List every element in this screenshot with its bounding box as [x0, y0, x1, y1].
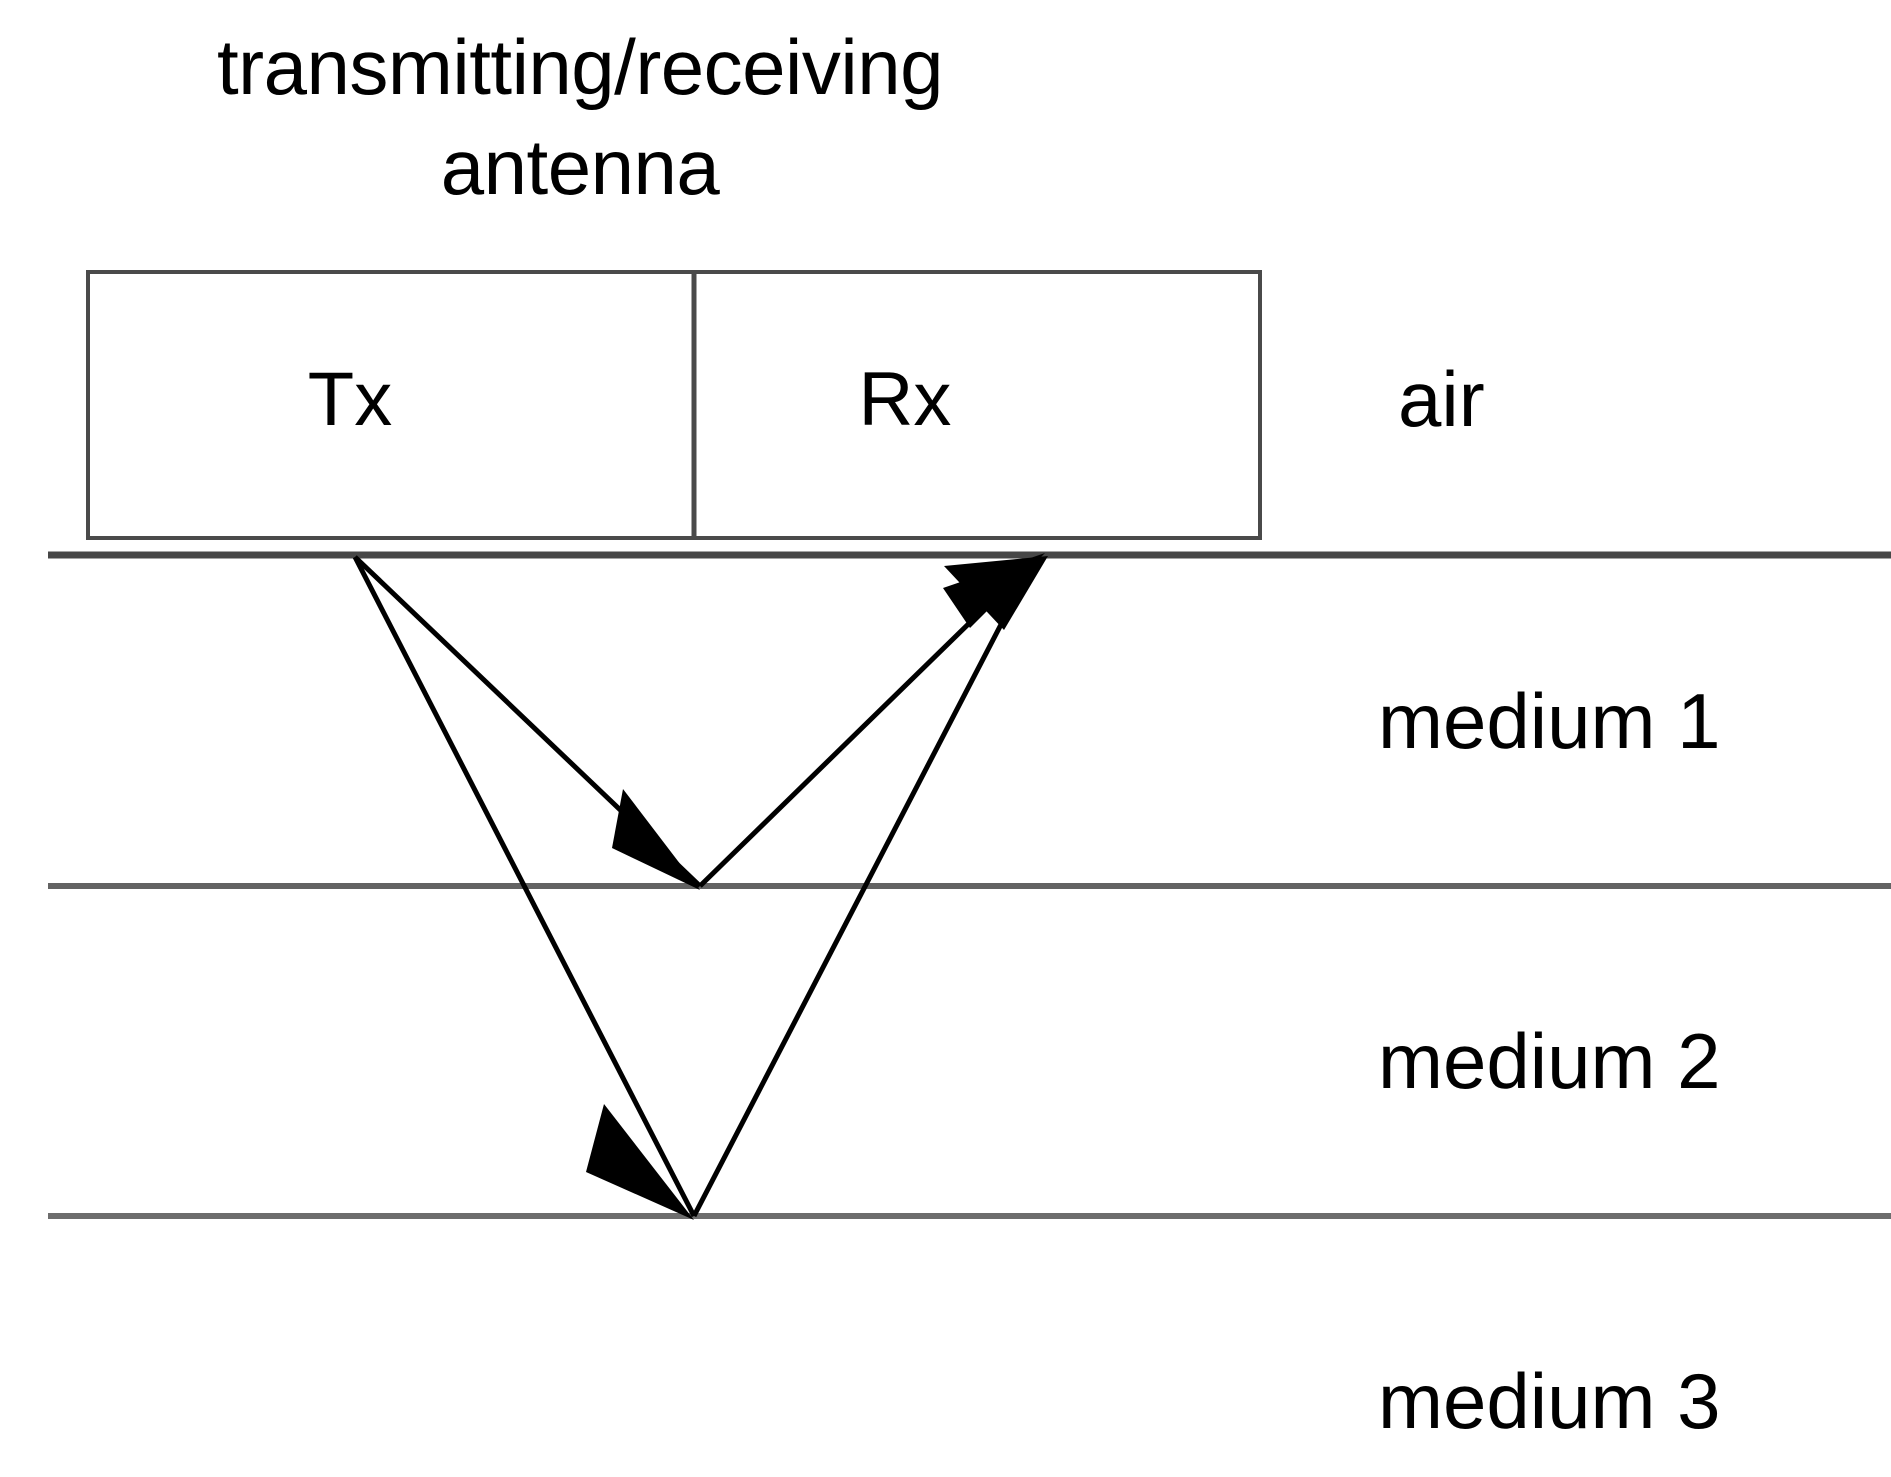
arrowhead-medium1-interface [612, 789, 700, 890]
ray-deep-reflected [691, 557, 1038, 1218]
ray-shallow-reflection [353, 555, 1037, 888]
ray-deep-incident [352, 555, 697, 1218]
layer-label-medium-1: medium 1 [1378, 677, 1721, 765]
layer-label-air: air [1398, 355, 1485, 443]
arrowhead-rx-shallow [944, 556, 1048, 630]
page-title: transmitting/receiving antenna [217, 23, 943, 211]
antenna-tx-label: Tx [307, 357, 393, 442]
layer-label-medium-3: medium 3 [1378, 1357, 1721, 1445]
layer-label-medium-2: medium 2 [1378, 1017, 1721, 1105]
ray-deep-reflection [352, 555, 1038, 1218]
antenna-box [86, 270, 1262, 540]
arrowhead-medium2-interface [586, 1104, 694, 1220]
antenna-box-outline [86, 270, 1262, 540]
layer-boundaries [48, 551, 1891, 1219]
antenna-rx-label: Rx [858, 357, 952, 442]
